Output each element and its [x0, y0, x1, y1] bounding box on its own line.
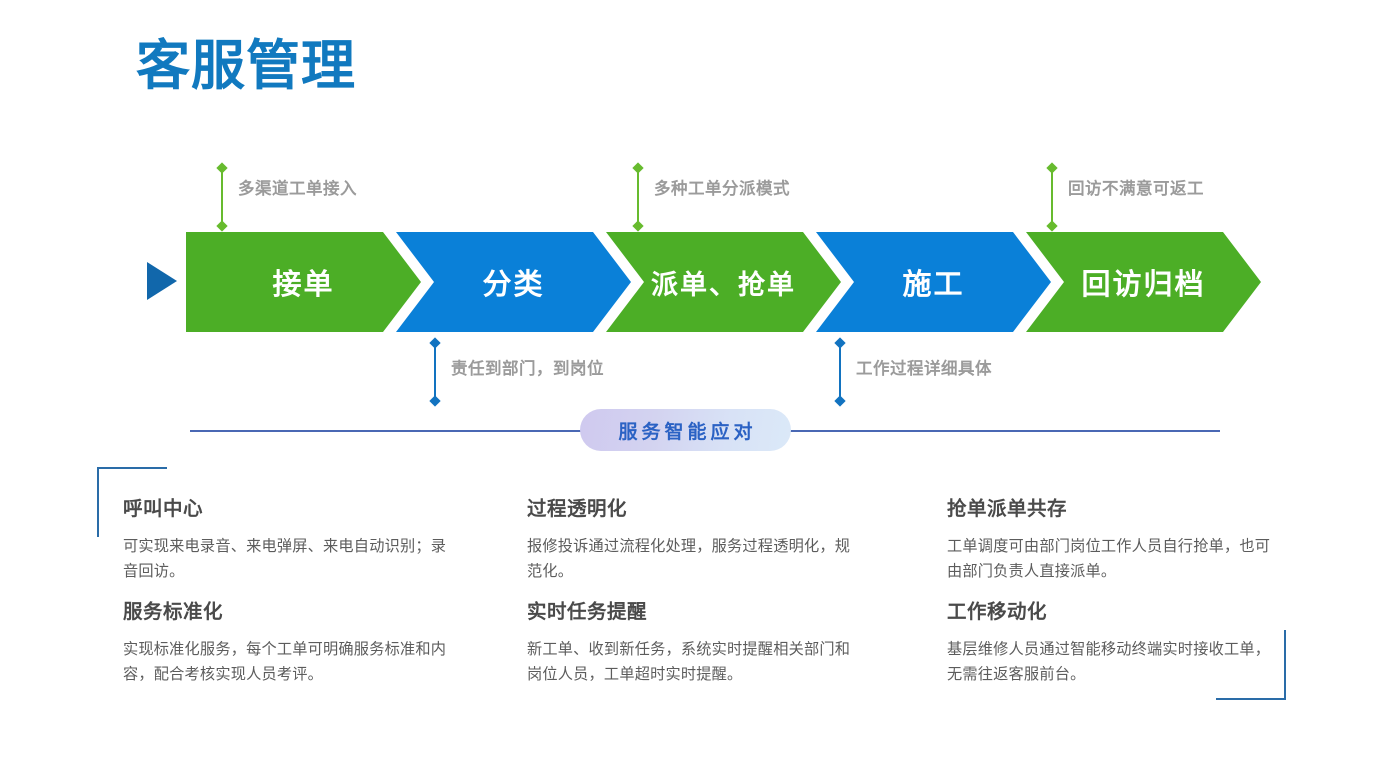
feature-grid: 呼叫中心 可实现来电录音、来电弹屏、来电自动识别；录音回访。 过程透明化 报修投…: [0, 470, 1379, 720]
corner-bracket-bottom-right: [1216, 630, 1286, 700]
flow-step-label: 分类: [482, 269, 545, 301]
feature-title: 服务标准化: [123, 601, 224, 623]
play-triangle-icon: [147, 262, 177, 300]
flow-step-2[interactable]: 分类: [396, 232, 631, 332]
flow-step-label: 接单: [272, 269, 335, 301]
diamond-marker-icon: [216, 220, 228, 232]
feature-title: 过程透明化: [527, 498, 628, 520]
feature-body: 报修投诉通过流程化处理，服务过程透明化，规范化。: [527, 538, 851, 580]
section-badge: 服务智能应对: [580, 409, 791, 451]
feature-title: 抢单派单共存: [947, 498, 1068, 520]
flow-step-label: 回访归档: [1081, 269, 1206, 301]
feature-body: 基层维修人员通过智能移动终端实时接收工单，无需往返客服前台。: [947, 641, 1271, 683]
annotation-bottom-2: 工作过程详细具体: [856, 360, 992, 378]
flow-step-5[interactable]: 回访归档: [1026, 232, 1261, 332]
feature-body: 新工单、收到新任务，系统实时提醒相关部门和岗位人员，工单超时实时提醒。: [527, 641, 851, 683]
page-title: 客服管理: [136, 36, 356, 96]
corner-bracket-top-left: [97, 467, 167, 537]
flow-step-3[interactable]: 派单、抢单: [606, 232, 841, 332]
feature-item-2: 过程透明化 报修投诉通过流程化处理，服务过程透明化，规范化。: [527, 492, 857, 584]
process-flow: 接单 分类 派单、抢单 施工 回访归档: [0, 232, 1379, 332]
feature-body: 工单调度可由部门岗位工作人员自行抢单，也可由部门负责人直接派单。: [947, 538, 1271, 580]
feature-item-4: 服务标准化 实现标准化服务，每个工单可明确服务标准和内容，配合考核实现人员考评。: [123, 595, 453, 687]
connector-stem: [839, 343, 841, 401]
flow-step-4[interactable]: 施工: [816, 232, 1051, 332]
connector-stem: [637, 168, 639, 226]
connector-stem: [434, 343, 436, 401]
flow-step-label: 派单、抢单: [651, 269, 796, 300]
feature-title: 工作移动化: [947, 601, 1048, 623]
flow-step-1[interactable]: 接单: [186, 232, 421, 332]
annotation-bottom-1: 责任到部门，到岗位: [451, 360, 604, 378]
annotation-top-2: 多种工单分派模式: [654, 180, 790, 198]
diamond-marker-icon: [834, 395, 846, 407]
feature-item-3: 抢单派单共存 工单调度可由部门岗位工作人员自行抢单，也可由部门负责人直接派单。: [947, 492, 1277, 584]
section-badge-label: 服务智能应对: [618, 421, 757, 443]
connector-stem: [1051, 168, 1053, 226]
flow-step-label: 施工: [902, 269, 965, 301]
feature-title: 呼叫中心: [123, 498, 204, 520]
feature-item-6: 工作移动化 基层维修人员通过智能移动终端实时接收工单，无需往返客服前台。: [947, 595, 1277, 687]
diamond-marker-icon: [632, 220, 644, 232]
feature-item-5: 实时任务提醒 新工单、收到新任务，系统实时提醒相关部门和岗位人员，工单超时实时提…: [527, 595, 857, 687]
annotation-top-3: 回访不满意可返工: [1068, 180, 1204, 198]
feature-item-1: 呼叫中心 可实现来电录音、来电弹屏、来电自动识别；录音回访。: [123, 492, 453, 584]
feature-body: 可实现来电录音、来电弹屏、来电自动识别；录音回访。: [123, 538, 447, 580]
feature-title: 实时任务提醒: [527, 601, 648, 623]
diamond-marker-icon: [429, 395, 441, 407]
connector-stem: [221, 168, 223, 226]
feature-body: 实现标准化服务，每个工单可明确服务标准和内容，配合考核实现人员考评。: [123, 641, 447, 683]
annotation-top-1: 多渠道工单接入: [238, 180, 357, 198]
diamond-marker-icon: [1046, 220, 1058, 232]
